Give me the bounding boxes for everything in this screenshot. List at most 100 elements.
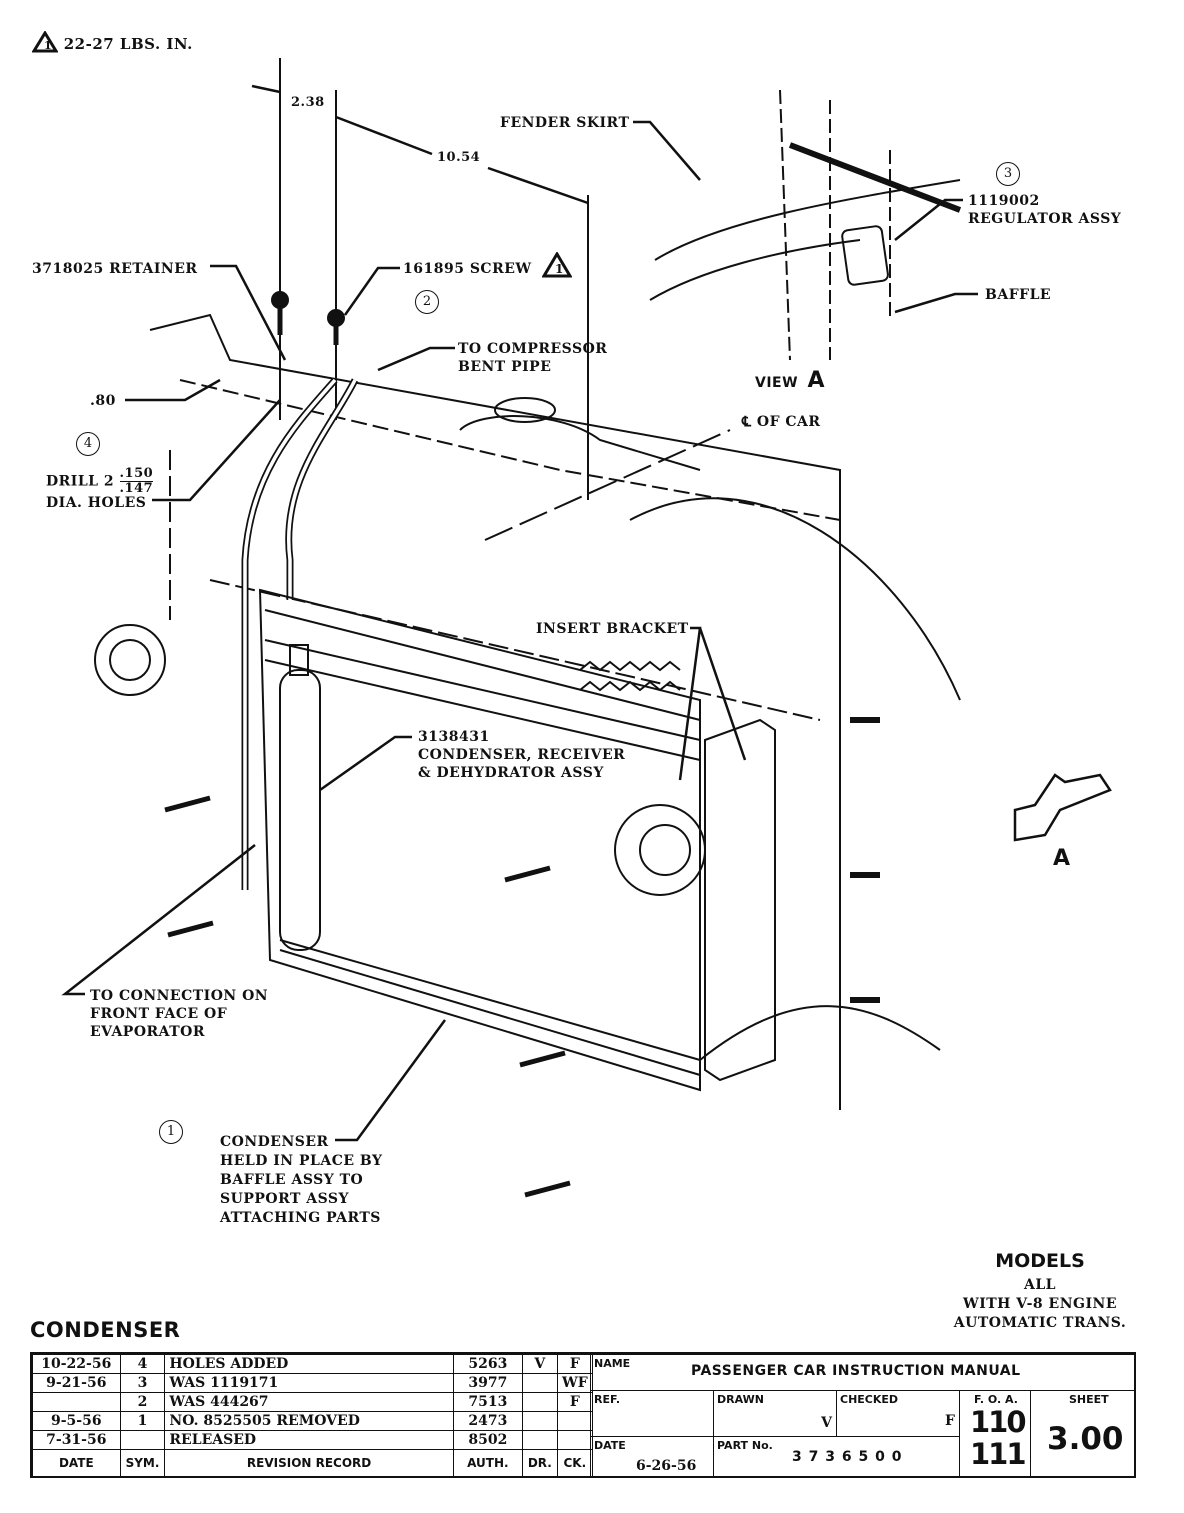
header-date: DATE [32, 1449, 121, 1477]
rev-sym: 4 [119, 1354, 166, 1374]
part-value: 3 7 3 6 5 0 0 [792, 1449, 903, 1465]
rev-ck [556, 1411, 594, 1431]
pipe-inner-2 [287, 379, 357, 600]
held-label-line2: HELD IN PLACE BY [220, 1153, 383, 1169]
compressor-label-line1: TO COMPRESSOR [458, 341, 608, 357]
condenser-installation-illustration [61, 58, 1112, 1198]
drill-suffix: DIA. HOLES [46, 495, 147, 511]
table-row: 7-31-56 RELEASED 8502 [32, 1430, 594, 1450]
ref-caption: REF. [594, 1393, 621, 1406]
compressor-label-line2: BENT PIPE [458, 359, 552, 375]
support-flange [179, 379, 841, 521]
support-panel [169, 450, 821, 721]
models-line: AUTOMATIC TRANS. [953, 1315, 1127, 1331]
leader-drill [152, 399, 281, 502]
drawn-cell: DRAWN V [713, 1390, 837, 1437]
foa-value-1: 110 [970, 1405, 1027, 1439]
receiver-dehydrator [279, 669, 321, 951]
wheelhouse-curve [699, 1005, 941, 1061]
sheet-caption: SHEET [1069, 1393, 1109, 1406]
table-row: 9-5-56 1 NO. 8525505 REMOVED 2473 [32, 1411, 594, 1431]
models-line: WITH V-8 ENGINE [962, 1296, 1117, 1312]
dimension-arrow [487, 166, 589, 205]
arrow-letter-a: A [1053, 846, 1071, 871]
pipe-inner [243, 378, 337, 890]
leader-screw [343, 266, 400, 316]
step-number-2: 2 [415, 290, 439, 314]
fin-zigzag [579, 660, 681, 672]
page-title: CONDENSER [30, 1318, 181, 1342]
pipe-outer [241, 377, 338, 890]
foa-value-2: 111 [970, 1437, 1027, 1471]
name-caption: NAME [594, 1357, 631, 1370]
connection-label-line1: TO CONNECTION ON [90, 988, 269, 1004]
rev-date [32, 1392, 121, 1412]
view-a-frame [779, 89, 891, 361]
sheet-cell: SHEET 3.00 [1030, 1390, 1135, 1477]
radiator-support-outline [149, 313, 841, 1110]
checked-caption: CHECKED [840, 1393, 899, 1406]
rev-auth: 8502 [452, 1430, 524, 1450]
horn-left-center [109, 639, 151, 681]
rev-auth: 7513 [452, 1392, 524, 1412]
svg-text:1: 1 [555, 262, 563, 276]
condenser-fins [264, 609, 701, 1076]
rev-dr [522, 1392, 558, 1412]
rev-dr [522, 1411, 558, 1431]
fender-skirt-label: FENDER SKIRT [500, 115, 630, 131]
rev-dr [522, 1373, 558, 1393]
leader-retainer [210, 264, 287, 361]
part-number-cell: PART No. 3 7 3 6 5 0 0 [713, 1436, 960, 1477]
table-row: 9-21-56 3 WAS 1119171 3977 WF [32, 1373, 594, 1393]
horn-right-center [639, 824, 691, 876]
filler-neck [494, 397, 556, 423]
baffle-bracket [704, 718, 776, 1082]
torque-note: 1 22-27 LBS. IN. [31, 30, 193, 53]
view-a-brace [788, 142, 962, 213]
centerline-label: ℄ OF CAR [742, 413, 821, 431]
dimension-10-54: 10.54 [437, 150, 481, 165]
rev-ck: F [556, 1354, 594, 1374]
header-sym: SYM. [119, 1449, 166, 1477]
models-heading: MODELS [995, 1250, 1085, 1272]
dimension-arrow [335, 115, 433, 156]
rev-record: HOLES ADDED [164, 1354, 454, 1374]
attaching-bolts [164, 795, 571, 1198]
insert-bracket-label: INSERT BRACKET [536, 621, 689, 637]
condenser-core [258, 588, 701, 1092]
models-block: MODELS ALL WITH V-8 ENGINE AUTOMATIC TRA… [930, 1250, 1150, 1333]
rev-sym: 2 [119, 1392, 166, 1412]
rev-sym [119, 1430, 166, 1450]
receiver-fitting [289, 644, 309, 676]
view-letter: A [807, 368, 825, 393]
leader-connection [61, 844, 256, 996]
baffle-label: BAFFLE [985, 287, 1052, 303]
view-label-text: VIEW [755, 375, 799, 391]
foa-cell: F. O. A. 110 111 [959, 1390, 1031, 1477]
held-label-line4: SUPPORT ASSY [220, 1191, 350, 1207]
table-row: 10-22-56 4 HOLES ADDED 5263 V F [32, 1354, 594, 1374]
rev-date: 9-21-56 [32, 1373, 121, 1393]
view-a-fender [649, 179, 961, 301]
condenser-assy-line2: CONDENSER, RECEIVER [418, 747, 626, 763]
regulator-label-line2: REGULATOR ASSY [968, 211, 1122, 227]
date-caption: DATE [594, 1439, 626, 1452]
leader-held [335, 1019, 447, 1142]
held-label-line5: ATTACHING PARTS [220, 1210, 381, 1226]
drill-lower: .147 [119, 481, 154, 496]
centerline-of-car [484, 429, 731, 541]
rev-dr [522, 1430, 558, 1450]
header-auth: AUTH. [452, 1449, 524, 1477]
leader-dim-80 [125, 378, 221, 402]
header-ck: CK. [556, 1449, 594, 1477]
svg-text:1: 1 [44, 39, 52, 52]
regulator-label-line1: 1119002 [968, 193, 1040, 209]
drill-upper: .150 [119, 466, 154, 482]
sheet-value: 3.00 [1047, 1421, 1124, 1457]
centerline-text: OF CAR [756, 414, 821, 430]
name-cell: NAME PASSENGER CAR INSTRUCTION MANUAL [590, 1354, 1135, 1391]
condenser-assy-line3: & DEHYDRATOR ASSY [418, 765, 604, 781]
screw-head [327, 309, 345, 327]
foa-caption: F. O. A. [974, 1393, 1018, 1406]
nuts [850, 717, 880, 1003]
